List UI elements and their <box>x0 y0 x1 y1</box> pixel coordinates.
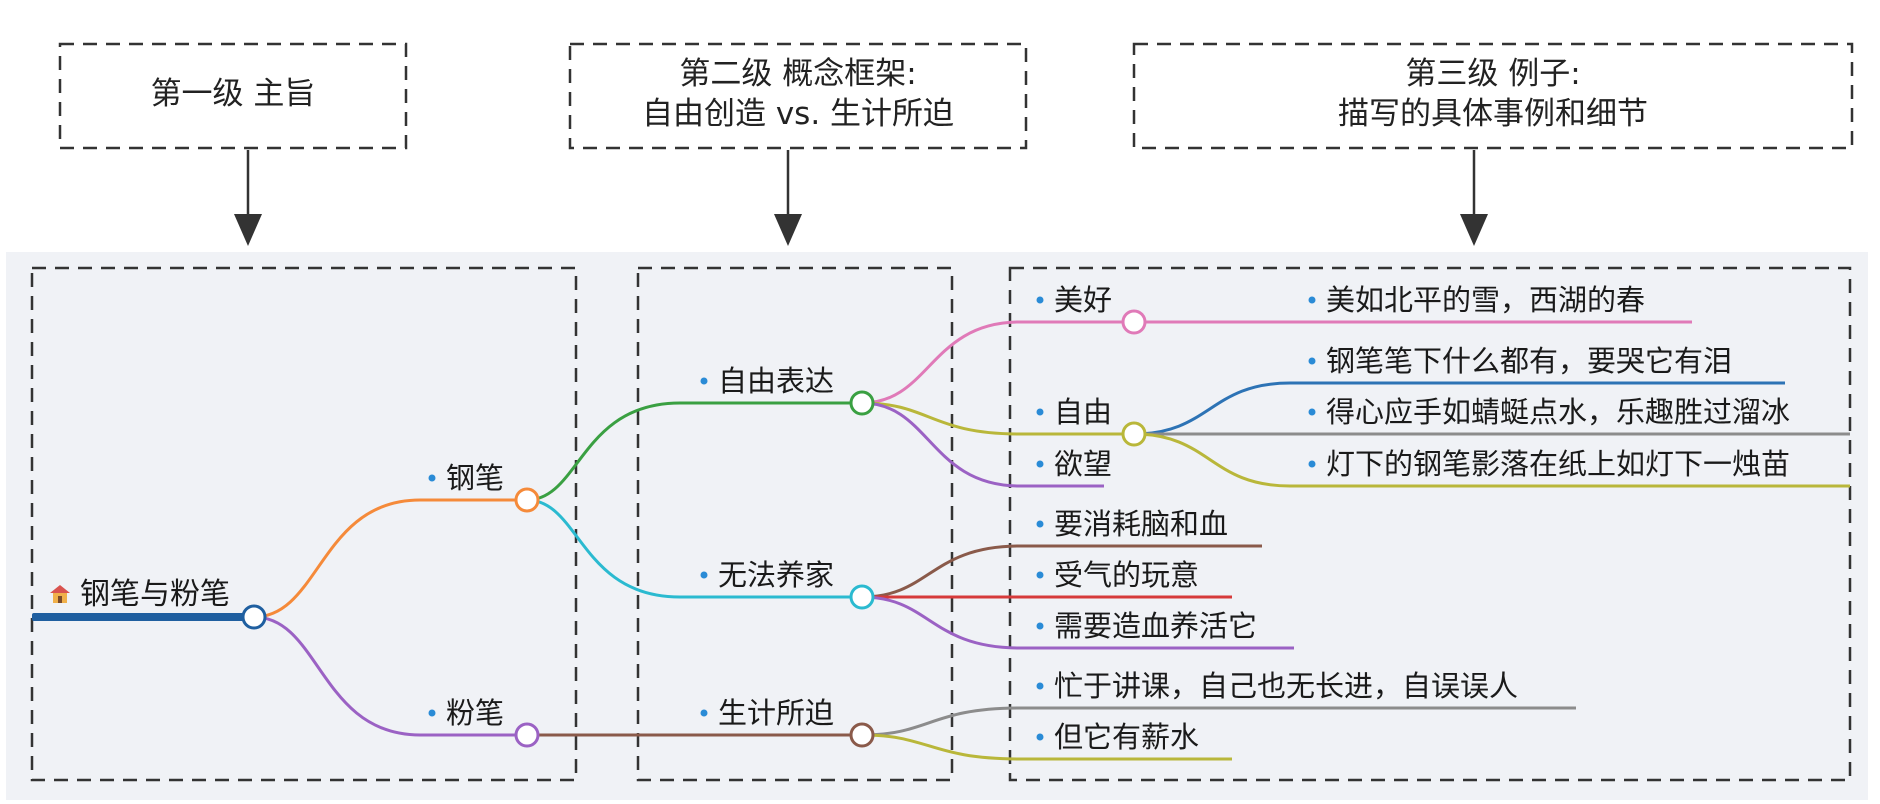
root-bar <box>32 613 254 621</box>
node-zhumiao[interactable]: 灯下的钢笔影落在纸上如灯下一烛苗 <box>1308 447 1791 481</box>
bullet-dot <box>1308 296 1316 304</box>
arrow-head-level3 <box>1460 214 1488 246</box>
node-label-fenbi: 粉笔 <box>446 696 504 730</box>
node-meihao[interactable]: 美好 <box>1036 283 1113 317</box>
house-icon <box>50 585 70 603</box>
node-fenbi[interactable]: 粉笔 <box>428 696 505 730</box>
connector-gangbi-to-wufa-yangjia <box>526 498 862 599</box>
node-shouqi[interactable]: 受气的玩意 <box>1036 558 1200 592</box>
connector-to-xinshui <box>861 733 1232 761</box>
bullet-dot <box>1036 622 1044 630</box>
bullet-dot <box>1036 733 1044 741</box>
node-shengji-suopo[interactable]: 生计所迫 <box>700 696 835 730</box>
connector-to-mangyu <box>861 706 1576 737</box>
bullet-dot <box>700 571 708 579</box>
node-label-ziyou-biaoda: 自由表达 <box>718 364 834 398</box>
bullet-dot <box>1308 460 1316 468</box>
connector-root-to-gangbi <box>253 498 527 619</box>
header-arrows <box>234 150 1488 246</box>
node-kulei[interactable]: 钢笔笔下什么都有，要哭它有泪 <box>1308 344 1733 378</box>
bullet-dot <box>1308 357 1316 365</box>
node-label-yuwang: 欲望 <box>1054 447 1112 481</box>
bullet-dot <box>700 377 708 385</box>
node-beiping[interactable]: 美如北平的雪，西湖的春 <box>1308 283 1646 317</box>
node-label-wufa-yangjia: 无法养家 <box>718 558 834 592</box>
node-label-shengji-suopo: 生计所迫 <box>718 696 834 730</box>
bullet-dot <box>428 709 436 717</box>
bullet-dot <box>1036 682 1044 690</box>
node-label-xinshui: 但它有薪水 <box>1054 720 1199 754</box>
connector-to-yuwang <box>861 401 1104 488</box>
node-qingting[interactable]: 得心应手如蜻蜓点水，乐趣胜过溜冰 <box>1308 395 1791 429</box>
node-ziyou-biaoda[interactable]: 自由表达 <box>700 364 835 398</box>
column-frame-level3 <box>1008 266 1852 782</box>
node-label-kulei: 钢笔笔下什么都有，要哭它有泪 <box>1326 344 1732 378</box>
bullet-dot <box>700 709 708 717</box>
node-circle-ziyou-biaoda[interactable] <box>849 390 875 416</box>
node-label-gangbi: 钢笔 <box>446 461 504 495</box>
connector-to-xiaohao <box>861 544 1262 599</box>
node-circle-fenbi[interactable] <box>514 722 540 748</box>
header-box-level2: 第二级 概念框架: 自由创造 vs. 生计所迫 <box>568 42 1028 150</box>
root-label: 钢笔与粉笔 <box>80 577 230 612</box>
connector-to-ziyou <box>861 401 1134 436</box>
header-box-level2-line1: 第二级 概念框架: <box>679 56 916 92</box>
node-circle-meihao[interactable] <box>1121 309 1147 335</box>
node-label-beiping: 美如北平的雪，西湖的春 <box>1326 283 1645 317</box>
node-label-xiaohao: 要消耗脑和血 <box>1054 507 1228 541</box>
node-zaoxue[interactable]: 需要造血养活它 <box>1036 609 1258 643</box>
connector-to-zhumiao <box>1133 432 1850 488</box>
node-gangbi[interactable]: 钢笔 <box>428 461 505 495</box>
node-label-meihao: 美好 <box>1054 283 1112 317</box>
node-label-ziyou: 自由 <box>1054 395 1112 429</box>
connector-to-zaoxue <box>861 595 1294 650</box>
header-box-level1: 第一级 主旨 <box>58 42 408 150</box>
header-box-level2-line2: 自由创造 vs. 生计所迫 <box>642 96 954 132</box>
arrow-head-level1 <box>234 214 262 246</box>
node-xinshui[interactable]: 但它有薪水 <box>1036 720 1200 754</box>
node-circle-ziyou[interactable] <box>1121 421 1147 447</box>
bullet-dot <box>1036 571 1044 579</box>
header-box-level3: 第三级 例子: 描写的具体事例和细节 <box>1132 42 1854 150</box>
node-circle-shengji-suopo[interactable] <box>849 722 875 748</box>
header-box-level1-line1: 第一级 主旨 <box>151 76 316 112</box>
connector-root-to-fenbi <box>253 615 527 737</box>
node-ziyou[interactable]: 自由 <box>1036 395 1113 429</box>
header-box-level3-line1: 第三级 例子: <box>1405 56 1580 92</box>
node-circle-gangbi[interactable] <box>514 487 540 513</box>
node-label-shouqi: 受气的玩意 <box>1054 558 1199 592</box>
node-label-zhumiao: 灯下的钢笔影落在纸上如灯下一烛苗 <box>1326 447 1790 481</box>
bullet-dot <box>1036 520 1044 528</box>
connector-to-kulei <box>1133 381 1785 436</box>
bullet-dot <box>1036 296 1044 304</box>
bullet-dot <box>428 474 436 482</box>
bullet-dot <box>1036 408 1044 416</box>
node-label-mangyu: 忙于讲课，自己也无长进，自误误人 <box>1054 669 1518 703</box>
connectors <box>253 320 1850 761</box>
node-wufa-yangjia[interactable]: 无法养家 <box>700 558 835 592</box>
node-circle-root[interactable] <box>241 604 267 630</box>
node-label-qingting: 得心应手如蜻蜓点水，乐趣胜过溜冰 <box>1326 395 1790 429</box>
node-yuwang[interactable]: 欲望 <box>1036 447 1113 481</box>
arrow-head-level2 <box>774 214 802 246</box>
mindmap-background <box>6 252 1868 800</box>
node-xiaohao[interactable]: 要消耗脑和血 <box>1036 507 1229 541</box>
node-label-zaoxue: 需要造血养活它 <box>1054 609 1257 643</box>
bullet-dot <box>1308 408 1316 416</box>
connector-to-meihao <box>861 320 1134 405</box>
node-mangyu[interactable]: 忙于讲课，自己也无长进，自误误人 <box>1036 669 1519 703</box>
root-node[interactable]: 钢笔与粉笔 <box>50 577 230 612</box>
node-circles <box>241 309 1147 748</box>
header-box-level3-line2: 描写的具体事例和细节 <box>1338 96 1648 132</box>
node-circle-wufa-yangjia[interactable] <box>849 584 875 610</box>
connector-gangbi-to-ziyou-biaoda <box>526 401 862 502</box>
column-frames <box>30 266 1852 782</box>
bullet-dot <box>1036 460 1044 468</box>
